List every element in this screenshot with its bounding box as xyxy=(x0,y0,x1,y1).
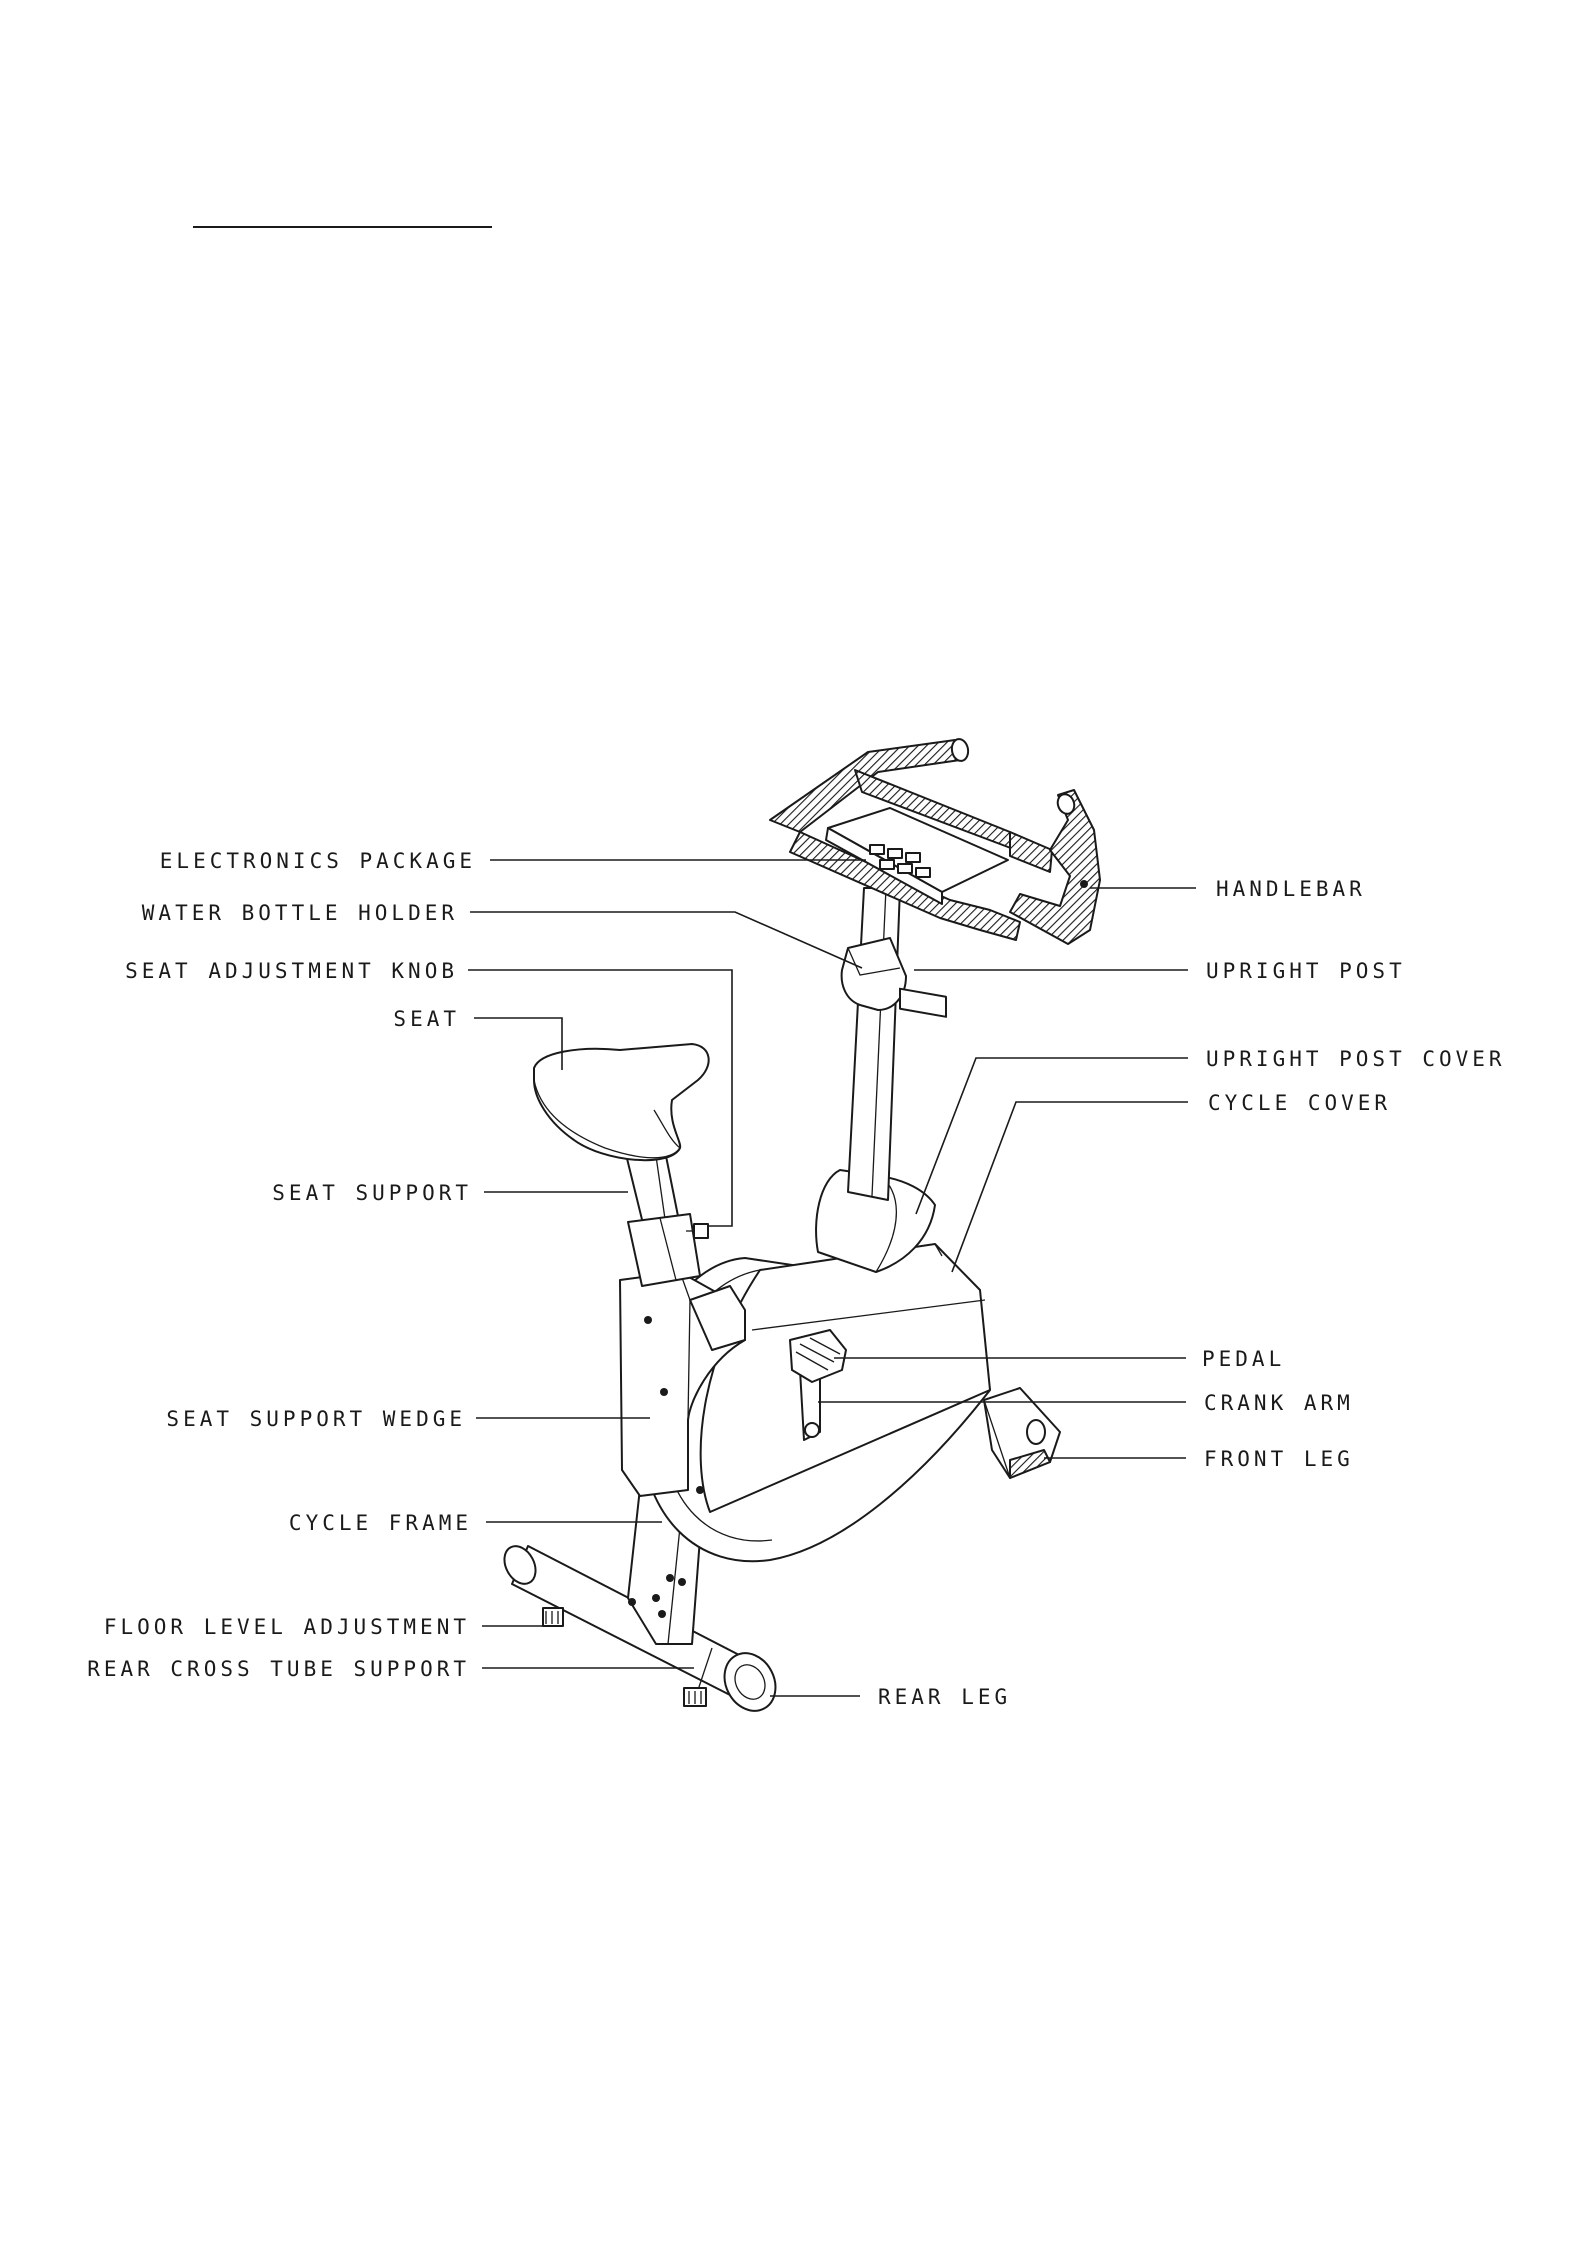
label-rear-leg: REAR LEG xyxy=(878,1685,1011,1709)
upright-post xyxy=(848,888,900,1200)
label-water-bottle-holder: WATER BOTTLE HOLDER xyxy=(142,901,458,925)
label-upright-post-cover: UPRIGHT POST COVER xyxy=(1206,1047,1506,1071)
label-seat-adjustment-knob: SEAT ADJUSTMENT KNOB xyxy=(125,959,458,983)
label-seat-support: SEAT SUPPORT xyxy=(272,1181,472,1205)
seat-shape xyxy=(534,1044,709,1160)
leader-water-bottle-holder xyxy=(470,912,862,968)
label-seat: SEAT xyxy=(393,1007,460,1031)
label-crank-arm: CRANK ARM xyxy=(1204,1391,1354,1415)
label-pedal: PEDAL xyxy=(1202,1347,1285,1371)
label-seat-support-wedge: SEAT SUPPORT WEDGE xyxy=(166,1407,466,1431)
label-handlebar: HANDLEBAR xyxy=(1216,877,1366,901)
leader-upright-post-cover xyxy=(916,1058,1188,1214)
label-upright-post: UPRIGHT POST xyxy=(1206,959,1406,983)
label-cycle-frame: CYCLE FRAME xyxy=(289,1511,472,1535)
label-front-leg: FRONT LEG xyxy=(1204,1447,1354,1471)
label-electronics-package: ELECTRONICS PACKAGE xyxy=(160,849,476,873)
label-floor-level-adjustment: FLOOR LEVEL ADJUSTMENT xyxy=(104,1615,470,1639)
label-rear-cross-tube-support: REAR CROSS TUBE SUPPORT xyxy=(87,1657,470,1681)
exercise-bike-illustration xyxy=(498,738,1100,1720)
label-cycle-cover: CYCLE COVER xyxy=(1208,1091,1391,1115)
leader-cycle-cover xyxy=(952,1102,1188,1272)
